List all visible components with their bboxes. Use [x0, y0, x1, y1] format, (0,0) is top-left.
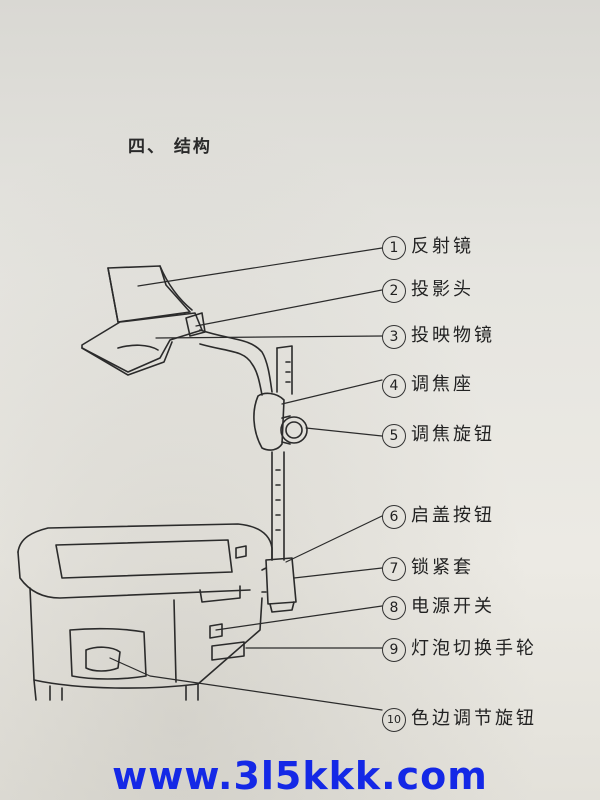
- part-name: 电源开关: [411, 596, 495, 617]
- part-name: 投影头: [411, 279, 474, 300]
- lock-sleeve-drawing: [261, 557, 297, 613]
- leader-lines: [109, 247, 383, 711]
- part-name: 调焦旋钮: [411, 424, 495, 445]
- focus-seat-drawing: [253, 392, 308, 451]
- part-number: 7: [382, 557, 406, 581]
- part-number: 2: [382, 279, 406, 303]
- part-number: 1: [382, 236, 406, 260]
- part-name: 启盖按钮: [411, 505, 495, 526]
- part-number: 9: [382, 638, 406, 662]
- part-name: 锁紧套: [411, 557, 474, 578]
- watermark-url: www.3l5kkk.com: [112, 754, 488, 798]
- part-name: 色边调节旋钮: [411, 708, 537, 729]
- part-number: 8: [382, 596, 406, 620]
- part-name: 调焦座: [411, 374, 474, 395]
- part-name: 反射镜: [411, 236, 474, 257]
- mirror-drawing: [107, 265, 193, 323]
- part-number: 4: [382, 374, 406, 398]
- section-heading: 四、 结构: [128, 137, 212, 157]
- projector-base-drawing: [17, 523, 273, 701]
- part-number: 6: [382, 505, 406, 529]
- column-drawing: [271, 345, 293, 561]
- part-number: 5: [382, 424, 406, 448]
- support-arm-drawing: [199, 329, 273, 396]
- part-number: 3: [382, 325, 406, 349]
- part-number: 10: [382, 708, 406, 732]
- projection-head-drawing: [81, 312, 206, 376]
- part-name: 灯泡切换手轮: [411, 638, 537, 659]
- part-name: 投映物镜: [411, 325, 495, 346]
